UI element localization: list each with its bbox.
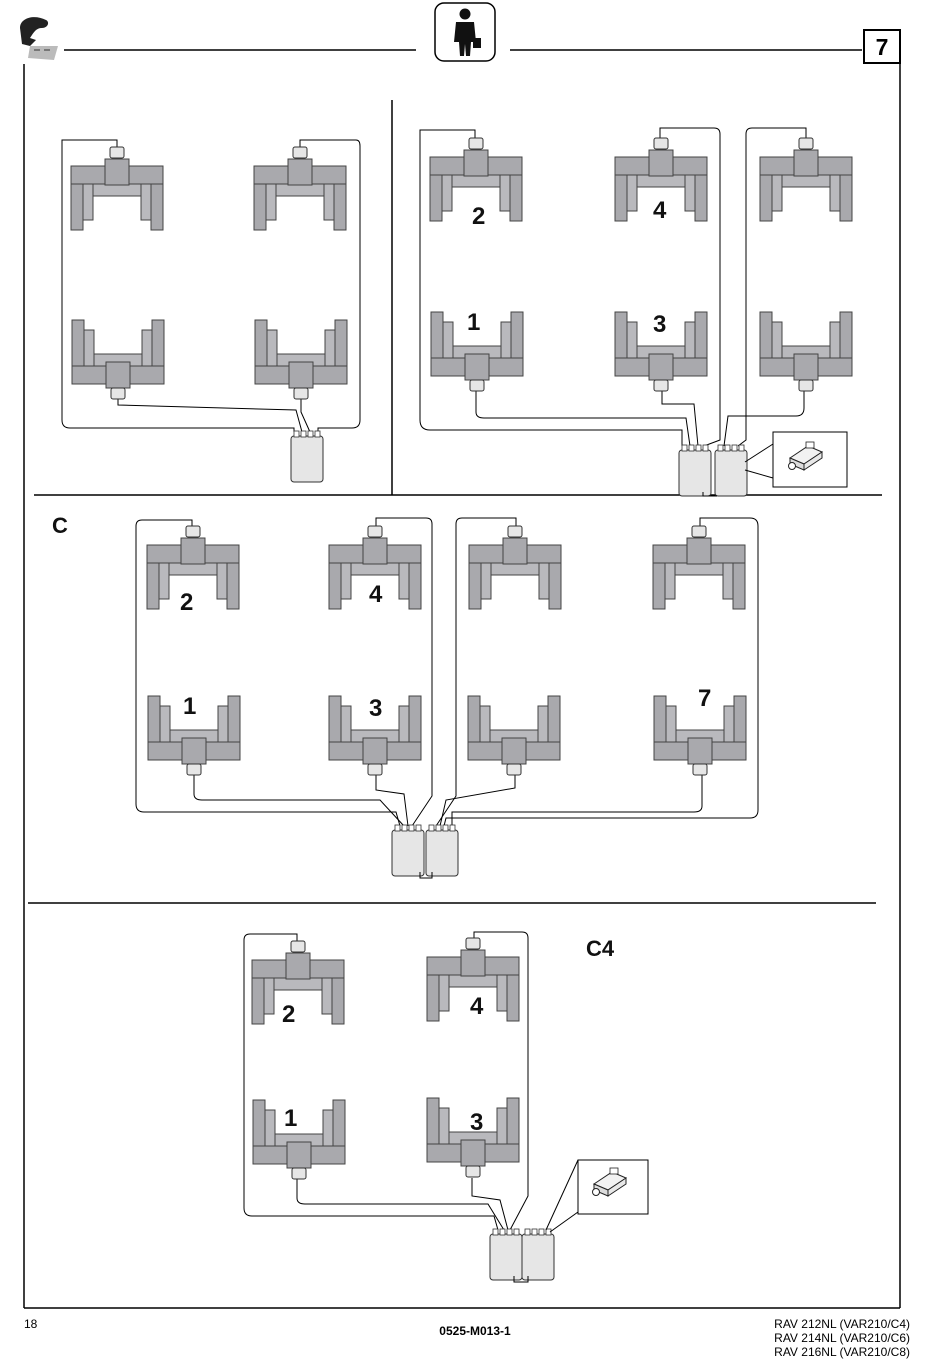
- section-label: C4: [586, 936, 615, 961]
- pump-unit-b: [522, 1229, 554, 1280]
- column-top-left: [71, 147, 163, 230]
- column-number: 1: [183, 693, 196, 720]
- column-number: 2: [180, 589, 193, 616]
- model-line: RAV 214NL (VAR210/C6): [774, 1331, 910, 1345]
- column-8-top: [653, 526, 745, 609]
- pump-unit: [291, 431, 323, 482]
- diagram-panel-3-columns: 2 4 1 3: [420, 128, 852, 496]
- column-number: 1: [467, 309, 480, 336]
- column-bottom-right: [255, 320, 347, 399]
- column-6-top: [760, 138, 852, 221]
- diagram-panel-2-columns: [62, 140, 360, 482]
- column-5-bottom: [760, 312, 852, 391]
- column-number: 4: [470, 993, 484, 1020]
- column-5-bottom: [468, 696, 560, 775]
- brand-logo-icon: [20, 17, 58, 60]
- column-number: 4: [369, 581, 383, 608]
- pump-unit-a: [679, 445, 711, 496]
- section-label: C: [52, 513, 68, 538]
- column-number: 3: [369, 695, 382, 722]
- diagram-panel-4-columns: 2 4 1 3 7: [136, 518, 758, 878]
- pump-unit-b: [715, 445, 747, 496]
- column-number: 4: [653, 197, 667, 224]
- column-number: 3: [470, 1109, 483, 1136]
- column-number: 2: [282, 1001, 295, 1028]
- model-line: RAV 216NL (VAR210/C8): [774, 1345, 910, 1359]
- pump-unit-a: [392, 825, 424, 876]
- column-2-top: [252, 941, 344, 1024]
- column-bottom-left: [72, 320, 164, 399]
- model-line: RAV 212NL (VAR210/C4): [774, 1317, 910, 1331]
- pump-unit-a: [490, 1229, 522, 1280]
- technician-person-icon: [435, 3, 495, 61]
- column-number: 2: [472, 203, 485, 230]
- column-top-right: [254, 147, 346, 230]
- pump-unit-b: [426, 825, 458, 876]
- column-number: 7: [698, 685, 711, 712]
- model-list: RAV 212NL (VAR210/C4) RAV 214NL (VAR210/…: [774, 1317, 910, 1359]
- step-number: 7: [876, 34, 889, 60]
- column-number: 3: [653, 311, 666, 338]
- column-1-bottom: [253, 1100, 345, 1179]
- column-6-top: [469, 526, 561, 609]
- column-number: 1: [284, 1105, 297, 1132]
- diagram-panel-c4: 2 4 1 3: [244, 932, 648, 1282]
